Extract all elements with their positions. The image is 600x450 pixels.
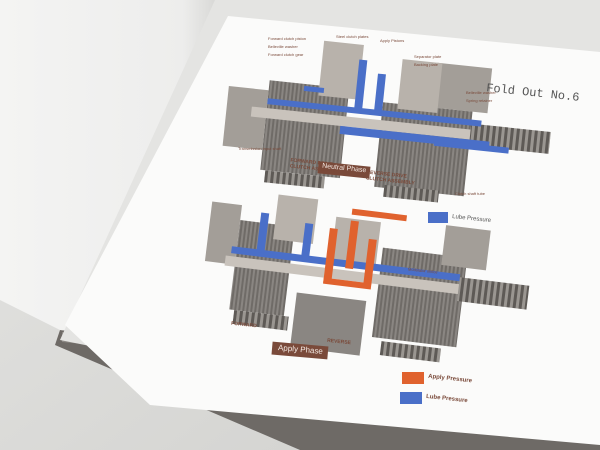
svg-text:Backing plate: Backing plate bbox=[414, 62, 439, 67]
upper-clutch-diagram bbox=[222, 40, 551, 203]
svg-text:Apply Pistons: Apply Pistons bbox=[380, 38, 404, 43]
lower-clutch-diagram bbox=[204, 194, 530, 363]
lube-pressure-swatch-bottom bbox=[400, 392, 422, 404]
apply-pressure-swatch bbox=[402, 372, 424, 384]
svg-text:Spring retainer: Spring retainer bbox=[466, 98, 493, 103]
svg-text:Forward clutch gear: Forward clutch gear bbox=[268, 52, 304, 57]
lube-pressure-swatch-top bbox=[428, 212, 448, 223]
upper-callout-labels: Forward clutch piston Belleville washer … bbox=[238, 34, 496, 196]
apply-phase-box bbox=[271, 341, 329, 360]
svg-text:Transmission input shaft: Transmission input shaft bbox=[238, 146, 282, 151]
neutral-phase-box bbox=[317, 161, 371, 179]
svg-text:Steel clutch plates: Steel clutch plates bbox=[336, 34, 368, 39]
svg-text:Belleville washer: Belleville washer bbox=[466, 90, 496, 95]
svg-text:Forward clutch piston: Forward clutch piston bbox=[268, 36, 306, 41]
svg-text:Separator plate: Separator plate bbox=[414, 54, 442, 59]
svg-text:Clutch shaft tube: Clutch shaft tube bbox=[455, 191, 486, 196]
svg-text:Belleville washer: Belleville washer bbox=[268, 44, 298, 49]
